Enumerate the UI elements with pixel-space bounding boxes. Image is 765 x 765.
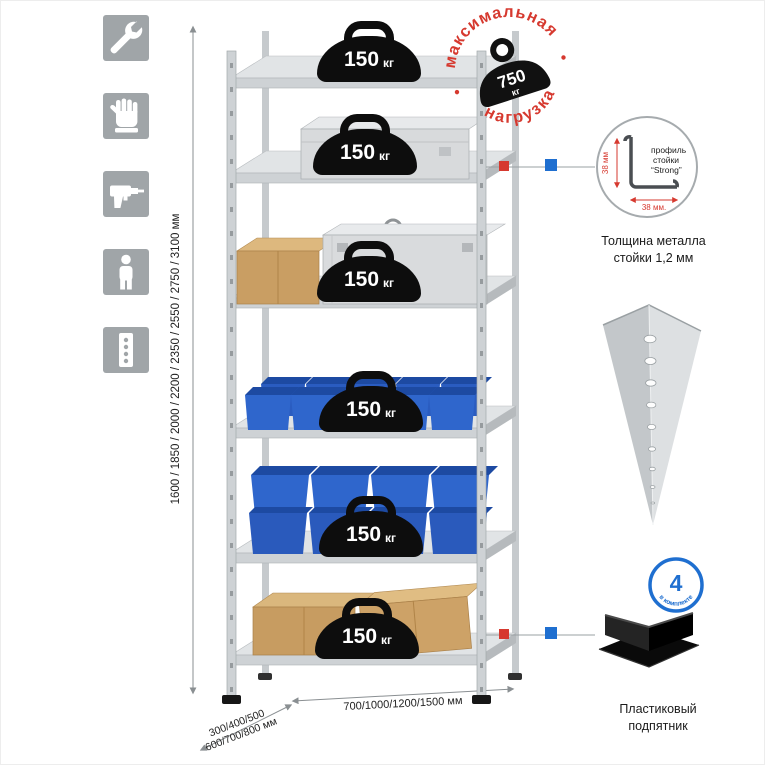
red-marker-top <box>499 161 509 171</box>
shelf-load-unit: кг <box>381 632 393 647</box>
drill-icon <box>103 171 149 217</box>
wrench-icon-glyph <box>110 21 143 54</box>
height-dimension-label: 1600 / 1850 / 2000 / 2200 / 2350 / 2550 … <box>170 213 182 505</box>
callout-connectors <box>486 159 595 639</box>
shelf-load-unit: кг <box>385 405 397 420</box>
stamp-unit: кг <box>510 86 521 98</box>
stamp-weight-handle <box>490 38 515 63</box>
drill-icon-glyph <box>110 185 144 208</box>
profile-label-line3: “Strong” <box>651 165 682 175</box>
rack-back-posts <box>262 31 519 676</box>
perforated-profile-icon <box>103 327 149 373</box>
shelf-load-value: 150 <box>343 47 380 71</box>
shelf-load-unit: кг <box>385 530 397 545</box>
wrench-icon <box>103 15 149 61</box>
width-dimension-line <box>291 685 515 705</box>
shelf-load-value: 150 <box>343 267 380 291</box>
shelf-load-value: 150 <box>341 624 378 648</box>
shelf-load-value: 150 <box>345 397 382 421</box>
shelf-load-unit: кг <box>383 55 395 70</box>
included-count-badge: 4 в комплекте <box>648 557 704 613</box>
corner-post-image <box>602 304 702 526</box>
shelf-load-unit: кг <box>383 275 395 290</box>
post-perforations <box>643 334 657 505</box>
profile-callout: 38 мм 38 мм. профиль стойки “Strong” <box>596 116 698 218</box>
foot-caption: Пластиковый подпятник <box>619 702 697 733</box>
profile-dim-horizontal-label: 38 мм. <box>642 203 666 212</box>
max-load-stamp: максимальная нагрузка 750 кг <box>439 1 566 137</box>
profile-label-line2: стойки <box>653 155 679 165</box>
blue-marker-top <box>545 159 557 171</box>
glove-icon-glyph <box>110 98 138 133</box>
profile-caption: Толщина металла стойки 1,2 мм <box>601 234 706 265</box>
blue-marker-bottom <box>545 627 557 639</box>
glove-icon <box>103 93 149 139</box>
badge-value: 4 <box>670 570 683 596</box>
person-icon <box>103 249 149 295</box>
profile-dim-vertical-label: 38 мм <box>601 152 610 174</box>
cardboard-box-shelf3 <box>235 237 341 305</box>
rack-feet <box>222 673 522 704</box>
profile-label-line1: профиль <box>651 145 687 155</box>
stamp-top-text: максимальная <box>439 1 564 74</box>
shelf-load-weight-6: 150 кг <box>315 613 419 659</box>
shelf-load-unit: кг <box>379 148 391 163</box>
person-icon-glyph <box>119 254 133 290</box>
depth-dimension-line <box>199 704 293 751</box>
plastic-foot-image <box>598 612 700 668</box>
shelf-load-value: 150 <box>345 522 382 546</box>
shelf-load-value: 150 <box>339 140 376 164</box>
perforated-profile-icon-glyph <box>119 333 133 367</box>
profile-angle-drawing <box>629 137 677 189</box>
red-marker-bottom <box>499 629 509 639</box>
stamp-weight-body <box>479 60 551 108</box>
